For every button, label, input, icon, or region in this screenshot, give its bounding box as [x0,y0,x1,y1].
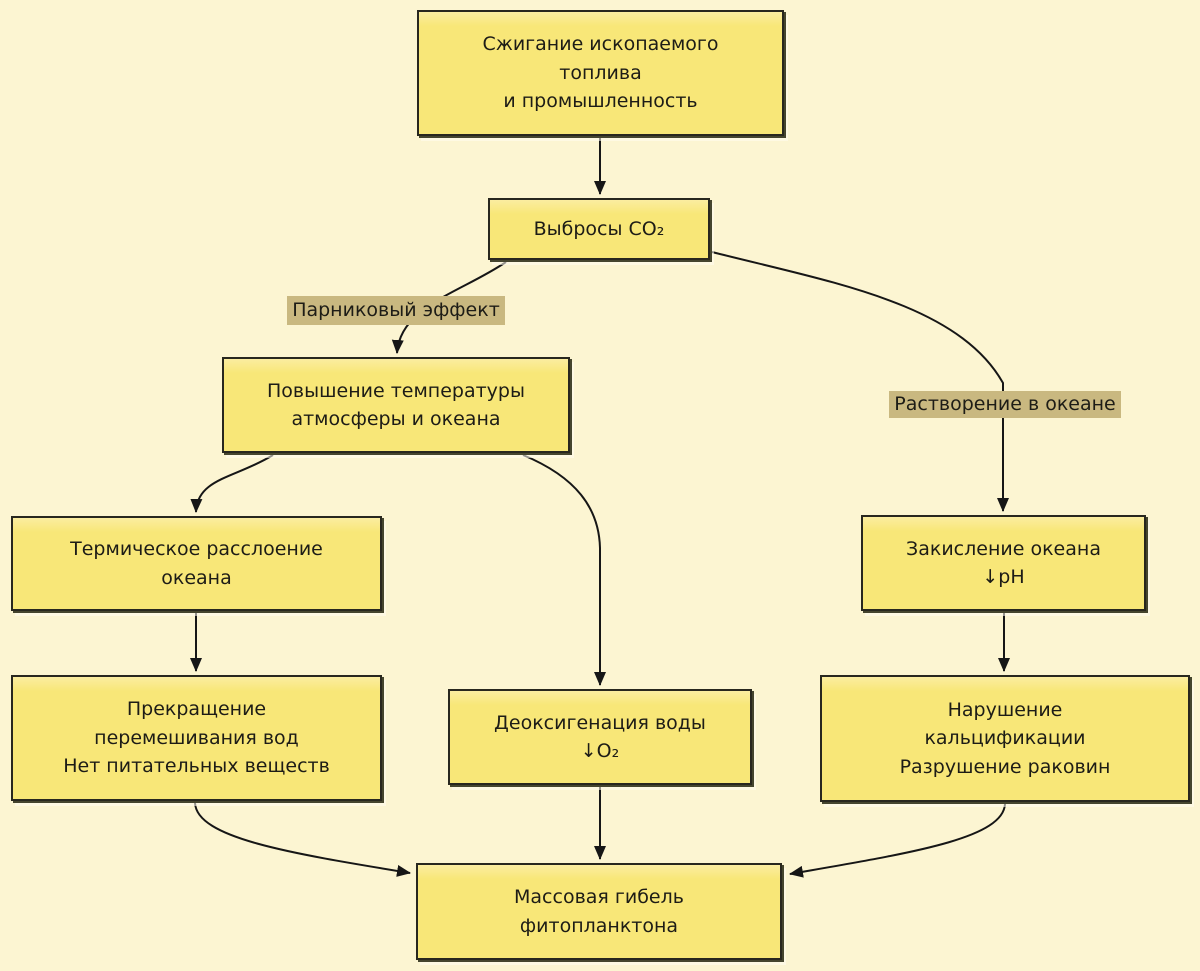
arrow-temperature-to-stratification [190,454,274,513]
node-thermal-stratification: Термическое расслоение океана [11,516,382,611]
node-temperature-rise: Повышение температуры атмосферы и океана [222,357,570,453]
arrow-temperature-to-deoxygenation [522,454,606,686]
node-fossil-fuel-burning: Сжигание ископаемого топлива и промышлен… [417,10,784,136]
node-water-deoxygenation: Деоксигенация воды ↓O₂ [448,689,752,785]
node-co2-emissions: Выбросы CO₂ [488,198,710,260]
arrow-mixing-to-phytoplankton [194,802,411,877]
node-phytoplankton-death: Массовая гибель фитопланктона [416,863,782,960]
arrow-calcification-to-phytoplankton [789,803,1006,878]
arrow-co2-to-acidification [711,251,1009,512]
edge-label-greenhouse-effect: Парниковый эффект [287,296,505,325]
node-mixing-stop: Прекращение перемешивания вод Нет питате… [11,675,382,801]
node-calcification-disruption: Нарушение кальцификации Разрушение раков… [820,675,1190,802]
edge-label-ocean-dissolution: Растворение в океане [889,391,1121,418]
node-ocean-acidification: Закисление океана ↓pH [861,515,1146,611]
